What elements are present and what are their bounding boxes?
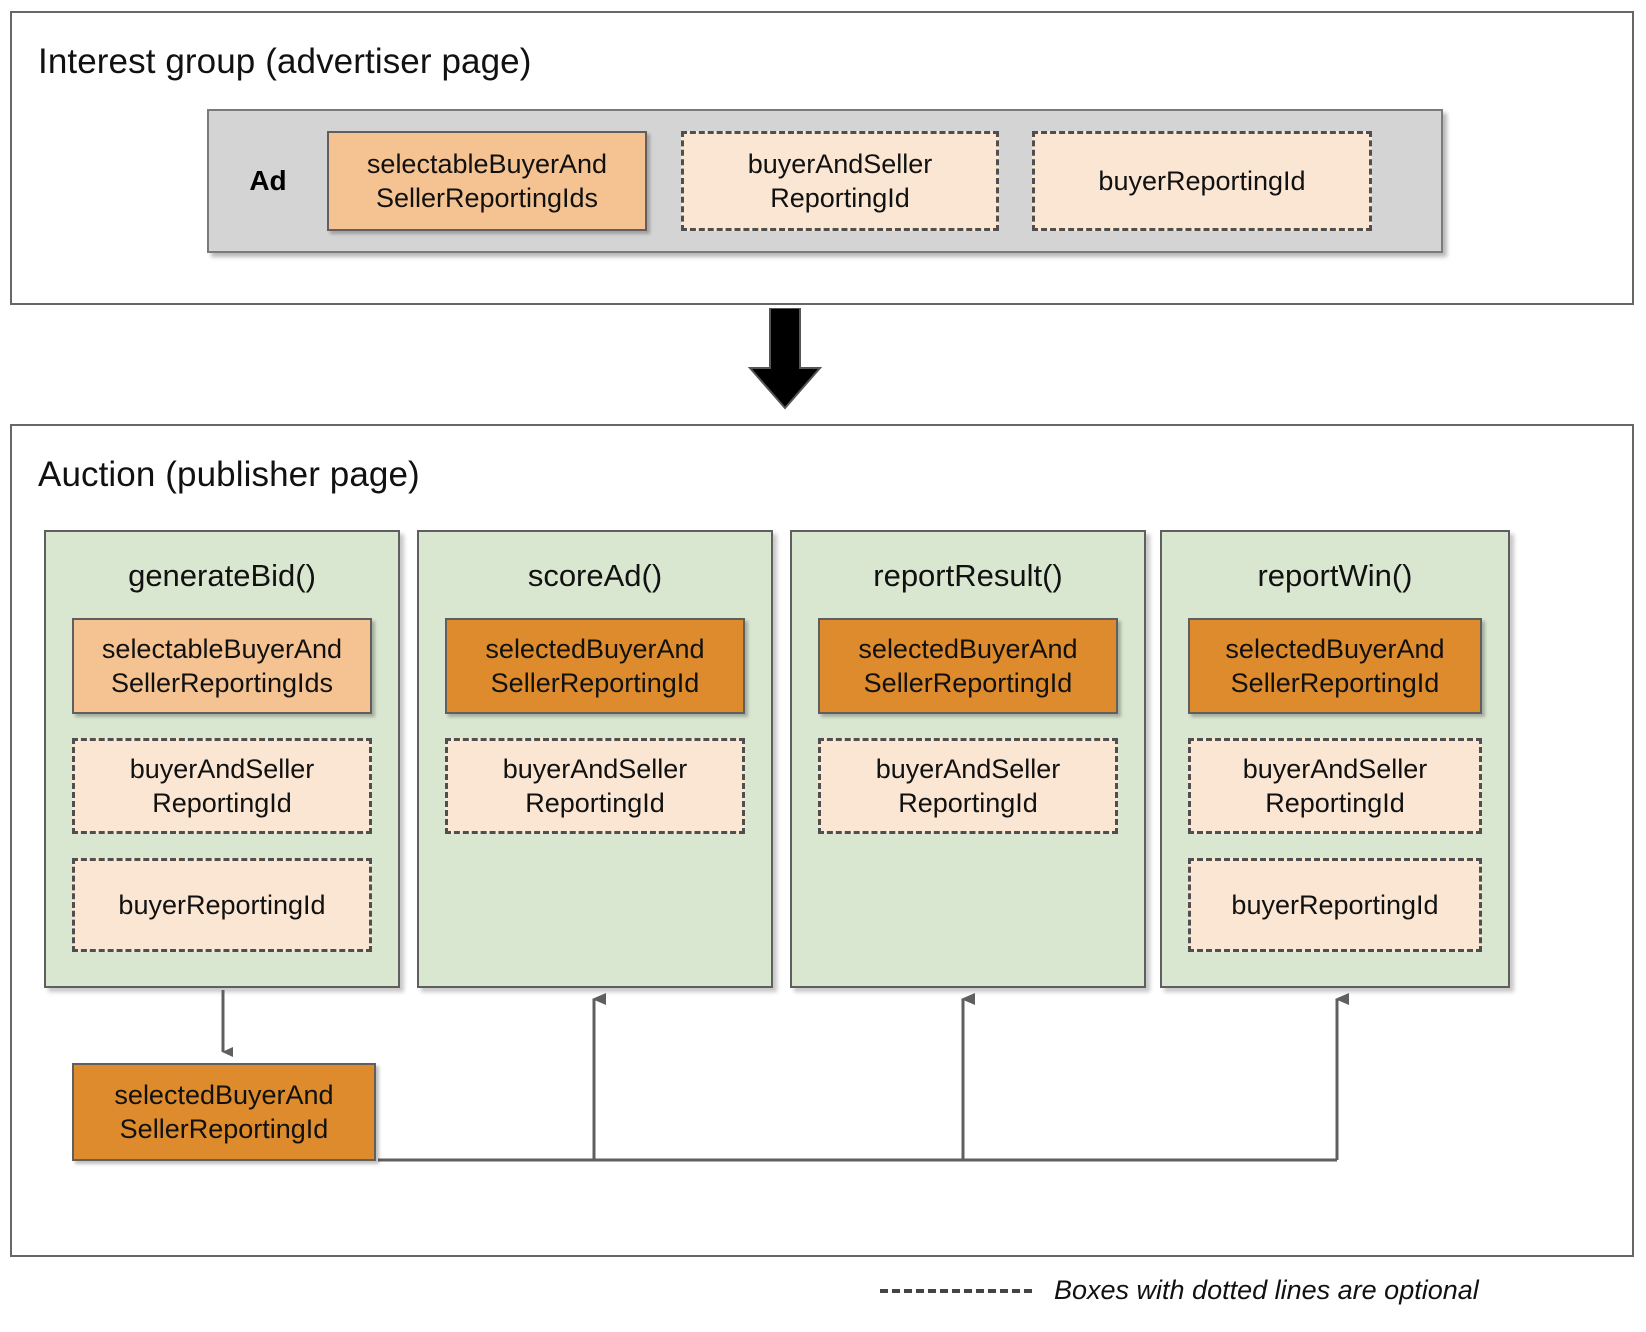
- field-buyer-and-seller-reporting-id: buyerAndSeller ReportingId: [1188, 738, 1482, 834]
- flow-down-arrow-icon: [747, 308, 823, 410]
- field-selected-buyer-and-seller-reporting-id: selectedBuyerAnd SellerReportingId: [445, 618, 745, 714]
- legend-dashed-line-swatch: [880, 1288, 1032, 1293]
- function-fields-report-result: selectedBuyerAnd SellerReportingId buyer…: [818, 618, 1118, 858]
- ad-field-buyer-and-seller-reporting-id: buyerAndSeller ReportingId: [681, 131, 999, 231]
- legend-label: Boxes with dotted lines are optional: [1054, 1275, 1479, 1305]
- function-fields-score-ad: selectedBuyerAnd SellerReportingId buyer…: [445, 618, 745, 858]
- field-selected-buyer-and-seller-reporting-id: selectedBuyerAnd SellerReportingId: [818, 618, 1118, 714]
- ad-label: Ad: [249, 165, 287, 196]
- field-buyer-reporting-id: buyerReportingId: [1188, 858, 1482, 952]
- auction-title: Auction (publisher page): [38, 455, 420, 494]
- field-selected-buyer-and-seller-reporting-id: selectedBuyerAnd SellerReportingId: [1188, 618, 1482, 714]
- function-card-report-win: reportWin() selectedBuyerAnd SellerRepor…: [1160, 530, 1510, 988]
- ad-field-buyer-reporting-id: buyerReportingId: [1032, 131, 1372, 231]
- ad-field-selectable-buyer-and-seller-reporting-ids: selectableBuyerAnd SellerReportingIds: [327, 131, 647, 231]
- function-title-score-ad: scoreAd(): [527, 558, 663, 593]
- field-selectable-buyer-and-seller-reporting-ids: selectableBuyerAnd SellerReportingIds: [72, 618, 372, 714]
- function-fields-generate-bid: selectableBuyerAnd SellerReportingIds bu…: [72, 618, 372, 976]
- field-buyer-and-seller-reporting-id: buyerAndSeller ReportingId: [72, 738, 372, 834]
- function-card-report-result: reportResult() selectedBuyerAnd SellerRe…: [790, 530, 1146, 988]
- interest-group-panel: Interest group (advertiser page) Ad sele…: [10, 11, 1634, 305]
- field-buyer-reporting-id: buyerReportingId: [72, 858, 372, 952]
- field-buyer-and-seller-reporting-id: buyerAndSeller ReportingId: [818, 738, 1118, 834]
- function-card-generate-bid: generateBid() selectableBuyerAnd SellerR…: [44, 530, 400, 988]
- function-card-score-ad: scoreAd() selectedBuyerAnd SellerReporti…: [417, 530, 773, 988]
- interest-group-title: Interest group (advertiser page): [38, 42, 532, 81]
- function-title-generate-bid: generateBid(): [128, 558, 316, 593]
- selected-buyer-and-seller-reporting-id-output: selectedBuyerAnd SellerReportingId: [72, 1063, 376, 1161]
- field-buyer-and-seller-reporting-id: buyerAndSeller ReportingId: [445, 738, 745, 834]
- function-title-report-win: reportWin(): [1257, 558, 1413, 593]
- function-fields-report-win: selectedBuyerAnd SellerReportingId buyer…: [1188, 618, 1482, 976]
- ad-container: Ad selectableBuyerAnd SellerReportingIds…: [207, 109, 1443, 253]
- legend: Boxes with dotted lines are optional: [880, 1275, 1479, 1306]
- function-title-report-result: reportResult(): [873, 558, 1063, 593]
